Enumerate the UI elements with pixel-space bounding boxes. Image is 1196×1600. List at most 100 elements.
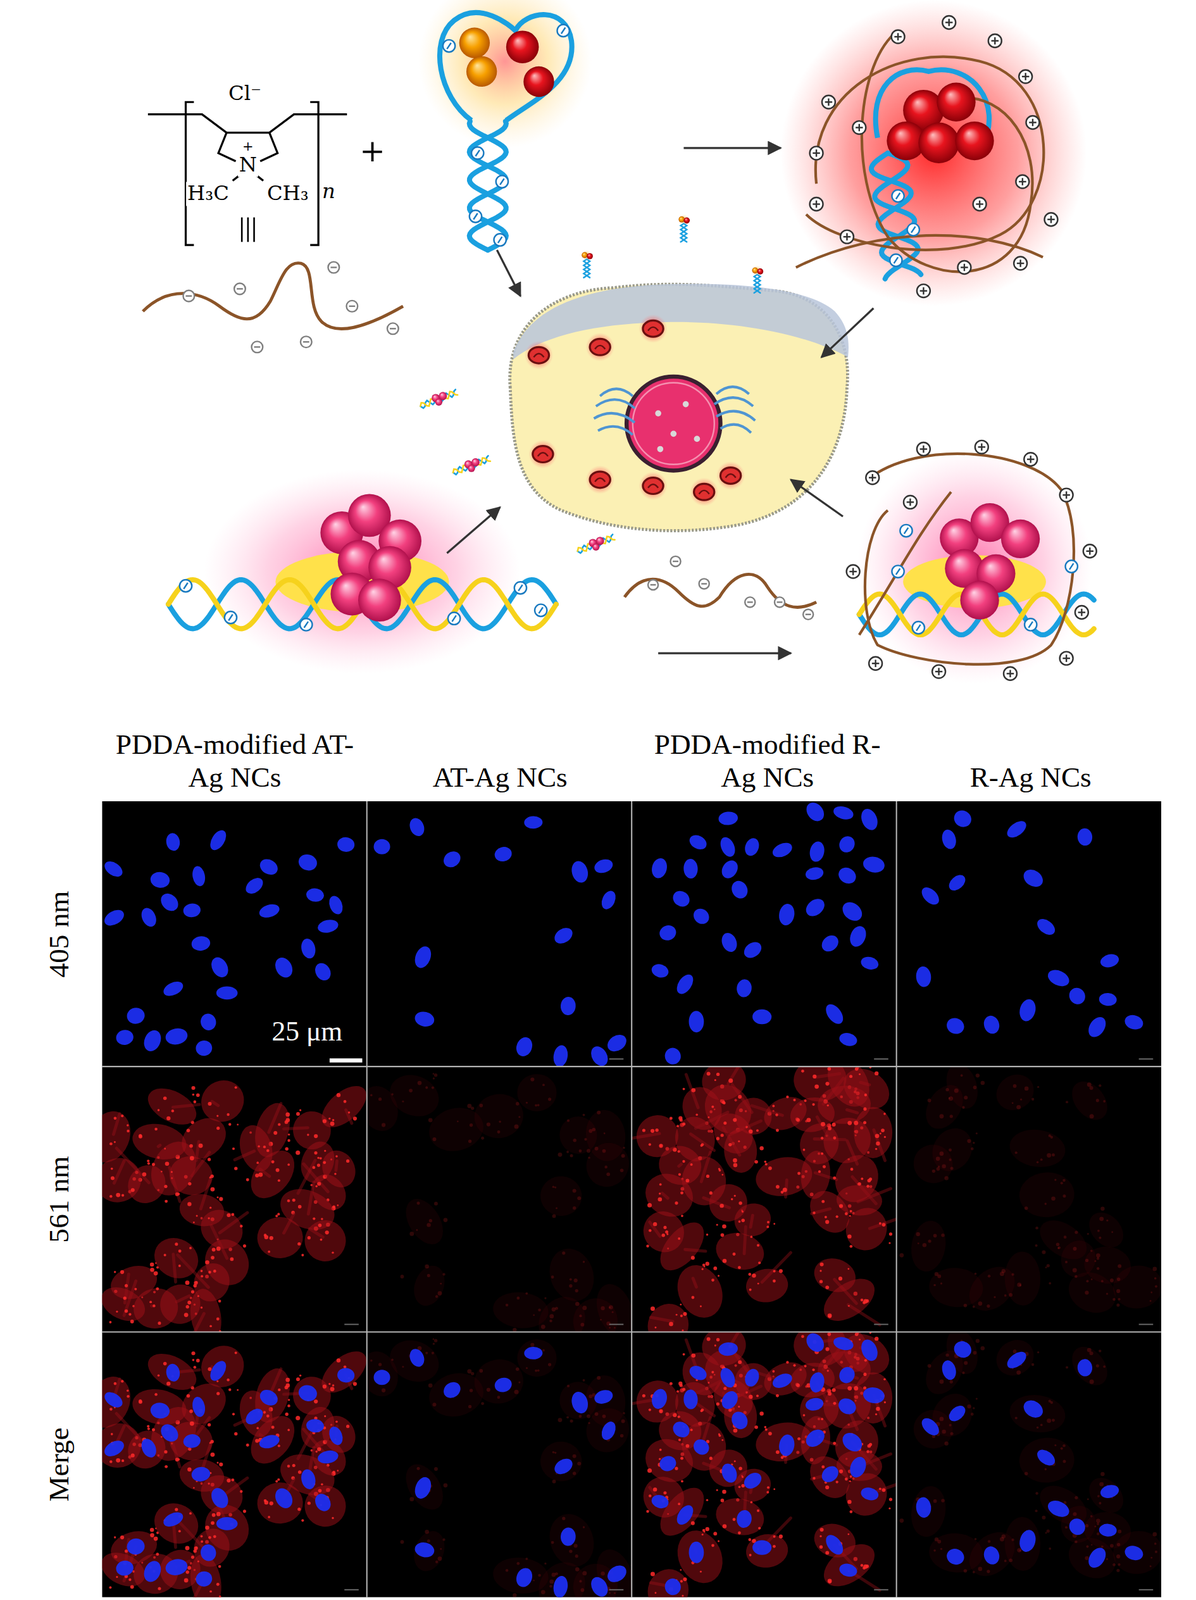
red-speckle [868, 1177, 873, 1181]
red-speckle [284, 1147, 288, 1151]
red-speckle [944, 1175, 949, 1181]
nucleus-stain [832, 804, 855, 823]
red-speckle [978, 1301, 983, 1306]
nucleus-stain [847, 923, 870, 949]
red-speckle [580, 1322, 585, 1327]
red-speckle [676, 1124, 679, 1128]
red-speckle [189, 1246, 192, 1250]
red-speckle [328, 1117, 331, 1120]
scale-mark [873, 1323, 889, 1326]
red-speckle [164, 1464, 168, 1469]
nucleus-stain [316, 918, 340, 935]
red-speckle [417, 1201, 421, 1205]
red-speckle [1112, 1297, 1116, 1302]
red-speckle [827, 1066, 831, 1071]
red-speckle [868, 1442, 873, 1446]
red-speckle [573, 1543, 578, 1548]
red-speckle [434, 1201, 438, 1206]
red-speckle [819, 1535, 822, 1538]
charge-circle [493, 233, 506, 246]
red-speckle [646, 1244, 650, 1248]
red-speckle [691, 1255, 695, 1260]
charge-sign [909, 498, 911, 507]
red-speckle [1085, 1279, 1089, 1283]
chemical-bond [218, 132, 236, 162]
red-speckle [443, 1482, 449, 1488]
red-cytoplasm [129, 1384, 190, 1430]
nucleus-stain [165, 832, 181, 852]
red-speckle [153, 1536, 159, 1541]
nucleus-stain [305, 887, 325, 903]
nucleus-stain [373, 839, 390, 855]
charge-circle [942, 15, 956, 30]
red-speckle [858, 1182, 862, 1186]
charge-sign [827, 98, 829, 106]
red-speckle [701, 1533, 704, 1536]
red-speckle [146, 1424, 150, 1427]
nucleus-stain [523, 815, 543, 829]
red-speckle [277, 1478, 280, 1481]
red-speckle [659, 1448, 662, 1452]
red-speckle [263, 1410, 266, 1414]
nucleus-stain [592, 1387, 615, 1407]
red-speckle [187, 1201, 192, 1206]
micrograph-ground [101, 801, 367, 1067]
red-cytoplasm [578, 1134, 632, 1195]
red-speckle [187, 1447, 192, 1451]
nucleus-stain [194, 1569, 214, 1588]
endosome-detail [594, 478, 605, 483]
charge-sign [518, 584, 523, 592]
red-speckle [847, 1267, 850, 1270]
scale-mark [1139, 1323, 1154, 1326]
red-speckle [313, 1151, 318, 1155]
red-speckle [381, 1388, 386, 1393]
red-speckle [216, 1511, 221, 1517]
red-speckle [721, 1173, 724, 1176]
red-speckle [216, 1316, 220, 1321]
red-speckle [575, 1566, 580, 1572]
red-cytoplasm [651, 1214, 712, 1278]
golgi [594, 386, 756, 435]
red-speckle [933, 1233, 938, 1238]
red-speckle [113, 1270, 116, 1273]
charge-circle [822, 95, 836, 109]
red-speckle [323, 1414, 326, 1417]
nucleus-stain [182, 902, 202, 919]
dna-strand [680, 223, 688, 242]
red-speckle [126, 1389, 130, 1393]
red-speckle [207, 1101, 212, 1106]
red-speckle [883, 1377, 886, 1381]
red-speckle [700, 1144, 704, 1147]
red-speckle [716, 1072, 720, 1076]
red-speckle [296, 1376, 300, 1381]
red-speckle [370, 1094, 373, 1097]
red-speckle [796, 1383, 800, 1388]
red-speckle [231, 1213, 235, 1217]
dna-strand [420, 391, 458, 407]
nucleus-stain [191, 1395, 207, 1418]
red-speckle [732, 1158, 738, 1163]
red-speckle [749, 1553, 752, 1557]
red-speckle [126, 1123, 130, 1127]
charge-circle [496, 175, 509, 188]
red-speckle [189, 1156, 195, 1161]
nucleus-stain [587, 1043, 612, 1067]
red-speckle [701, 1268, 704, 1271]
endosome [532, 446, 554, 463]
red-speckle [854, 1332, 859, 1336]
red-speckle [210, 1452, 215, 1457]
red-speckle [269, 1501, 274, 1505]
red-speckle [425, 1351, 428, 1355]
glow [528, 439, 557, 469]
red-speckle [537, 1103, 540, 1107]
red-speckle [343, 1099, 347, 1103]
polymer-chain [143, 263, 404, 330]
red-speckle [277, 1444, 281, 1447]
red-speckle [764, 1425, 767, 1429]
red-speckle [681, 1329, 684, 1332]
glow [585, 465, 615, 494]
red-speckle [431, 1351, 435, 1355]
dot [682, 401, 690, 408]
charge-sign [978, 200, 981, 209]
red-speckle [1097, 1229, 1100, 1233]
